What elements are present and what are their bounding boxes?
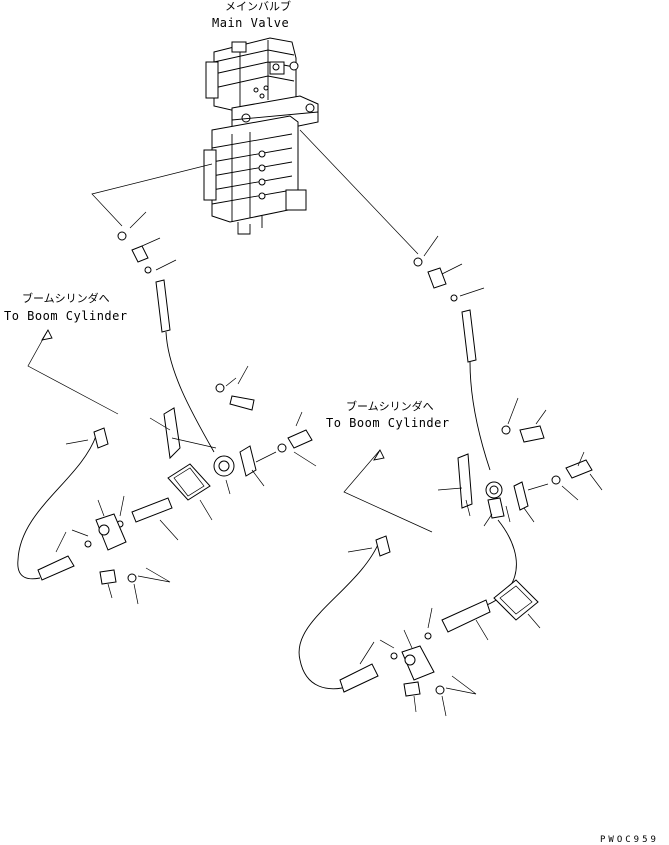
right-clamp-pad — [493, 579, 539, 621]
left-boom-direction-line — [27, 329, 119, 415]
left-o-ring — [117, 231, 127, 241]
right-side-bolt — [565, 459, 593, 479]
to-boom-right-label-jp: ブームシリンダへ — [346, 399, 434, 413]
right-bottom-bolt — [403, 681, 421, 697]
right-bolt — [519, 425, 545, 443]
right-upper-hose-fitting — [375, 535, 391, 557]
main-valve-assembly — [203, 37, 319, 235]
right-hose-end — [461, 309, 477, 363]
drawing-code: PWOC959 — [600, 835, 659, 845]
to-boom-right-label-en: To Boom Cylinder — [326, 416, 450, 430]
main-valve-label-en: Main Valve — [212, 16, 289, 30]
left-hose-end — [155, 279, 171, 333]
left-mounting-bracket — [163, 407, 181, 460]
right-boom-direction-line — [343, 449, 433, 533]
right-o-ring — [413, 257, 423, 267]
left-valve-leader-line — [91, 163, 213, 227]
right-return-hose — [298, 539, 381, 690]
left-clamp-pad — [167, 463, 211, 501]
left-bottom-washer — [127, 573, 137, 583]
to-boom-left-label-jp: ブームシリンダへ — [22, 291, 110, 305]
left-side-bolt — [287, 429, 313, 449]
right-elbow-fitting — [427, 267, 447, 289]
left-elbow-fitting — [131, 245, 149, 263]
main-valve-label-jp: メインバルブ — [225, 0, 291, 13]
left-washer — [215, 383, 225, 393]
left-union-block — [95, 513, 127, 551]
right-mounting-bracket — [457, 453, 473, 509]
right-washer — [501, 425, 511, 435]
left-bolt — [229, 395, 255, 411]
right-tee-fitting — [513, 481, 529, 511]
left-hose — [165, 331, 215, 453]
left-upper-hose-fitting — [93, 427, 109, 449]
left-return-hose — [17, 435, 97, 580]
left-bottom-bolt — [99, 569, 117, 585]
to-boom-left-label-en: To Boom Cylinder — [4, 309, 128, 323]
right-straight-fitting — [441, 599, 491, 633]
left-tee-fitting — [239, 445, 257, 477]
right-valve-leader-line — [299, 129, 419, 255]
right-lower-hose-fitting — [339, 663, 379, 693]
right-hose — [469, 361, 491, 471]
right-bottom-washer — [435, 685, 445, 695]
left-lower-hose-fitting — [37, 555, 75, 581]
left-straight-fitting — [131, 497, 173, 523]
